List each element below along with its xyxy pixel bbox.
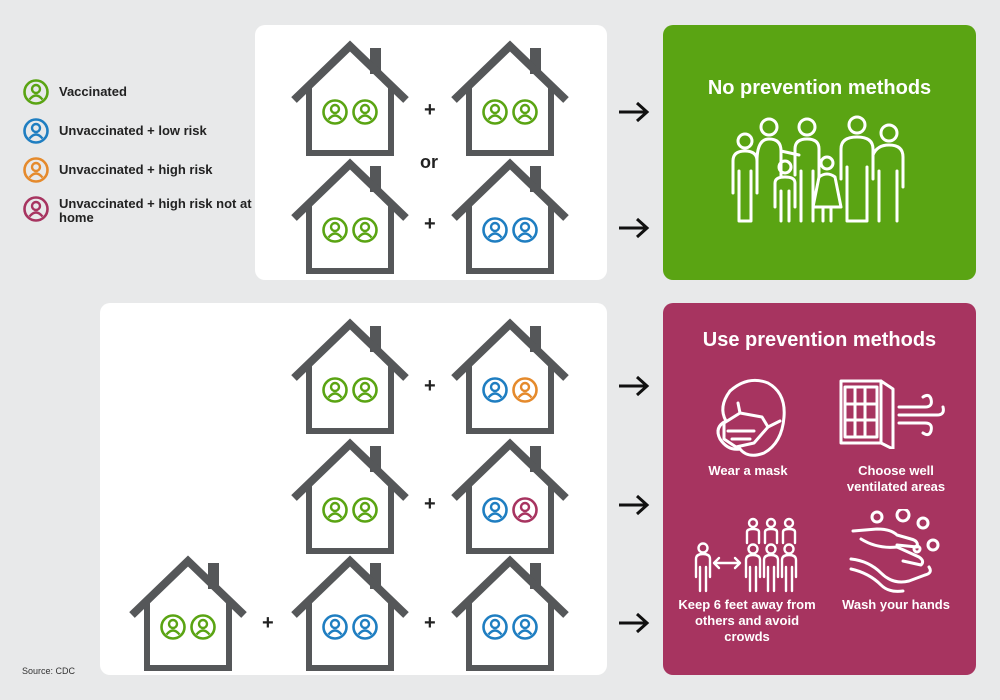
- person-circle-icon: [352, 217, 378, 243]
- or-operator: or: [420, 152, 438, 172]
- plus-operator: +: [424, 375, 436, 397]
- person-circle-icon: [23, 118, 49, 144]
- window-ventilation-icon: [839, 379, 945, 449]
- person-circle-icon: [512, 497, 538, 523]
- person-circle-icon: [482, 614, 508, 640]
- legend-label: Unvaccinated + high risk: [59, 162, 213, 177]
- house-icon: [450, 318, 570, 438]
- house-icon: [290, 40, 410, 160]
- mask-icon: [716, 378, 786, 457]
- legend-item-unvaccinated-high-risk-away: Unvaccinated + high risk not at home: [22, 195, 252, 225]
- person-circle-icon: [512, 217, 538, 243]
- person-circle-icon: [482, 497, 508, 523]
- person-circle-icon: [23, 157, 49, 183]
- person-circle-icon: [160, 614, 186, 640]
- arrow-right-icon: [619, 101, 650, 123]
- legend-item-unvaccinated-low-risk: Unvaccinated + low risk: [22, 117, 252, 145]
- house-icon: [450, 40, 570, 160]
- person-circle-icon: [322, 99, 348, 125]
- legend: Vaccinated Unvaccinated + low risk Unvac…: [22, 78, 252, 236]
- arrow-right-icon: [619, 217, 650, 239]
- house-icon: [450, 438, 570, 558]
- arrow-right-icon: [619, 375, 650, 397]
- legend-item-unvaccinated-high-risk: Unvaccinated + high risk: [22, 156, 252, 184]
- house-icon: [290, 318, 410, 438]
- prevention-title: Use prevention methods: [702, 329, 937, 351]
- house-icon: [450, 158, 570, 278]
- person-circle-icon: [512, 99, 538, 125]
- person-circle-icon: [512, 614, 538, 640]
- legend-label: Vaccinated: [59, 84, 127, 99]
- plus-operator: +: [424, 99, 436, 121]
- person-circle-icon: [322, 497, 348, 523]
- no-prevention-title: No prevention methods: [707, 77, 932, 99]
- plus-operator: +: [262, 612, 274, 634]
- person-circle-icon: [23, 196, 49, 222]
- source-note: Source: CDC: [22, 666, 76, 676]
- person-circle-icon: [190, 614, 216, 640]
- house-icon: [290, 555, 410, 675]
- house-icon: [290, 158, 410, 278]
- legend-label: Unvaccinated + high risk not at home: [59, 196, 252, 225]
- person-circle-icon: [352, 497, 378, 523]
- distancing-icon: [694, 517, 798, 593]
- person-circle-icon: [352, 99, 378, 125]
- person-circle-icon: [482, 377, 508, 403]
- arrow-right-icon: [619, 494, 650, 516]
- house-icon: [290, 438, 410, 558]
- no-prevention-box: No prevention methods: [663, 25, 976, 280]
- person-circle-icon: [482, 99, 508, 125]
- person-circle-icon: [322, 377, 348, 403]
- person-circle-icon: [322, 614, 348, 640]
- scenario-panel-prevention: [100, 303, 607, 675]
- distancing-label: Keep 6 feet away from others and avoid c…: [678, 597, 816, 644]
- legend-item-vaccinated: Vaccinated: [22, 78, 252, 106]
- house-icon: [128, 555, 248, 675]
- wear-mask-label: Wear a mask: [708, 463, 788, 478]
- plus-operator: +: [424, 612, 436, 634]
- person-circle-icon: [322, 217, 348, 243]
- person-circle-icon: [352, 377, 378, 403]
- arrow-right-icon: [619, 612, 650, 634]
- person-circle-icon: [512, 377, 538, 403]
- wash-hands-label: Wash your hands: [842, 597, 950, 612]
- person-circle-icon: [482, 217, 508, 243]
- prevention-box: Use prevention methods Wear a mask Choos…: [663, 303, 976, 675]
- person-circle-icon: [23, 79, 49, 105]
- person-circle-icon: [352, 614, 378, 640]
- plus-operator: +: [424, 493, 436, 515]
- legend-label: Unvaccinated + low risk: [59, 123, 207, 138]
- family-group-icon: [731, 115, 905, 223]
- handwashing-icon: [849, 509, 940, 593]
- house-icon: [450, 555, 570, 675]
- plus-operator: +: [424, 213, 436, 235]
- ventilation-label: Choose well ventilated areas: [846, 463, 946, 494]
